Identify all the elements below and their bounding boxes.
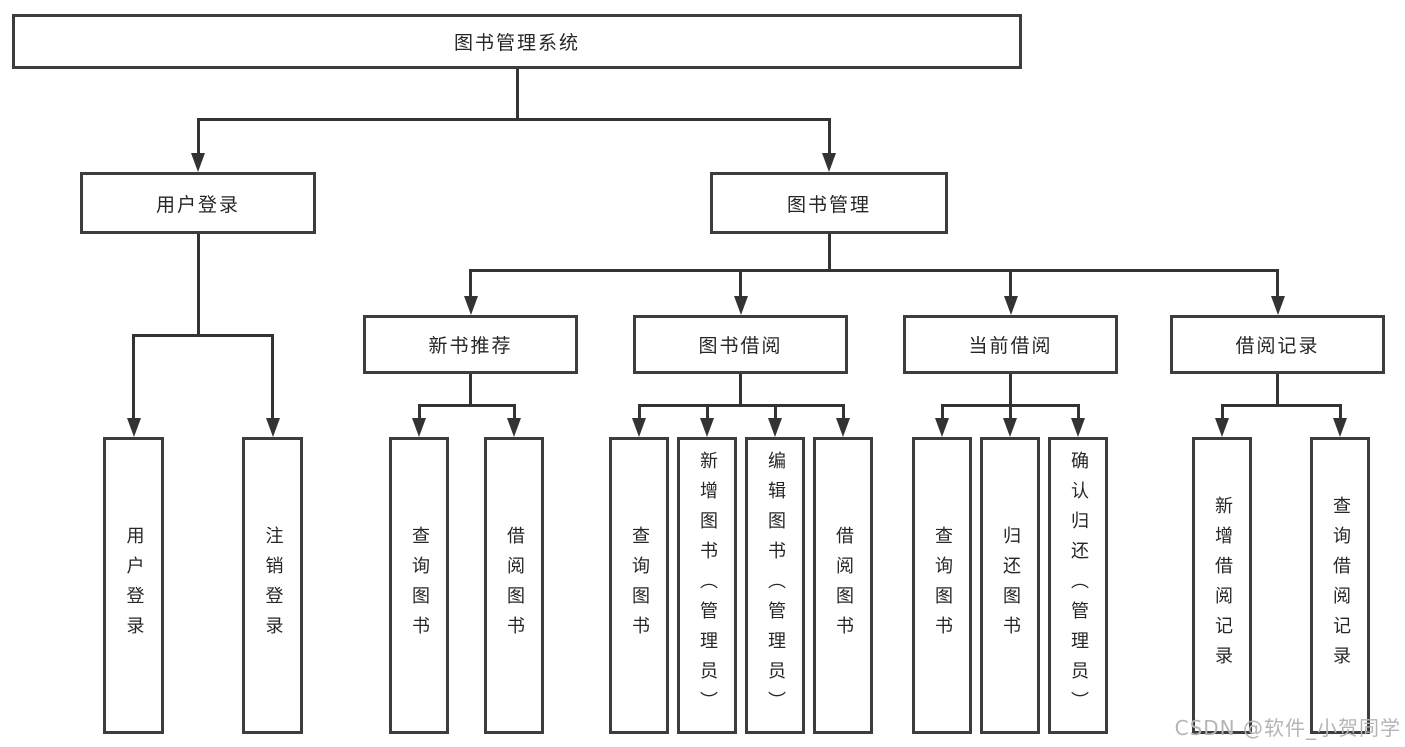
arrow-down-icon (1071, 418, 1085, 437)
arrow-down-icon (412, 418, 426, 437)
arrow-down-icon (463, 296, 478, 315)
node-query-books-2: 查询图书 (609, 437, 669, 734)
node-query-books-3: 查询图书 (912, 437, 972, 734)
node-user-login-group: 用户登录 (80, 172, 316, 234)
connector-line (132, 333, 274, 337)
connector-line (417, 403, 516, 407)
connector-line (1338, 404, 1342, 418)
csdn-watermark: CSDN @软件_小贺同学 (1174, 716, 1401, 740)
node-borrowing-records: 借阅记录 (1170, 315, 1385, 374)
connector-line (841, 404, 845, 418)
arrow-down-icon (700, 418, 714, 437)
connector-line (1276, 269, 1279, 296)
connector-line (417, 404, 421, 418)
arrow-down-icon (822, 153, 836, 172)
connector-line (515, 68, 519, 120)
connector-line (827, 118, 831, 153)
connector-line (1008, 404, 1012, 418)
node-current-borrowing: 当前借阅 (903, 315, 1118, 374)
connector-line (940, 404, 944, 418)
arrow-down-icon (1003, 418, 1017, 437)
arrow-down-icon (1333, 418, 1347, 437)
node-user-login: 用户登录 (103, 437, 164, 734)
connector-line (196, 118, 200, 153)
node-add-borrow-record: 新增借阅记录 (1192, 437, 1252, 734)
node-borrow-books-2: 借阅图书 (813, 437, 873, 734)
connector-line (739, 269, 742, 296)
node-confirm-return-admin: 确认归还（管理员） (1048, 437, 1108, 734)
arrow-down-icon (1003, 296, 1018, 315)
connector-line (1220, 403, 1342, 407)
arrow-down-icon (632, 418, 646, 437)
connector-line (773, 404, 777, 418)
connector-line (940, 403, 1080, 407)
connector-line (196, 117, 831, 121)
connector-line (512, 404, 516, 418)
connector-line (1220, 404, 1224, 418)
node-add-books-admin: 新增图书（管理员） (677, 437, 737, 734)
connector-line (271, 334, 274, 418)
connector-line (132, 334, 135, 418)
connector-line (1276, 374, 1279, 406)
node-query-books-1: 查询图书 (389, 437, 449, 734)
arrow-down-icon (265, 418, 280, 437)
arrow-down-icon (836, 418, 850, 437)
connector-line (1009, 374, 1012, 406)
connector-line (637, 404, 641, 418)
node-book-borrowing: 图书借阅 (633, 315, 848, 374)
arrow-down-icon (191, 153, 205, 172)
node-borrow-books-1: 借阅图书 (484, 437, 544, 734)
arrow-down-icon (1270, 296, 1285, 315)
connector-line (469, 268, 1279, 272)
connector-line (469, 374, 472, 406)
arrow-down-icon (1215, 418, 1229, 437)
node-return-books: 归还图书 (980, 437, 1040, 734)
arrow-down-icon (507, 418, 521, 437)
connector-line (469, 269, 472, 296)
arrow-down-icon (935, 418, 949, 437)
node-query-borrow-record: 查询借阅记录 (1310, 437, 1370, 734)
arrow-down-icon (126, 418, 141, 437)
connector-line (637, 403, 845, 407)
node-logout: 注销登录 (242, 437, 303, 734)
node-edit-books-admin: 编辑图书（管理员） (745, 437, 805, 734)
connector-line (1009, 269, 1012, 296)
arrow-down-icon (768, 418, 782, 437)
connector-line (827, 234, 831, 271)
connector-line (196, 234, 200, 336)
connector-line (705, 404, 709, 418)
arrow-down-icon (733, 296, 748, 315)
connector-line (1076, 404, 1080, 418)
node-new-book-recommend: 新书推荐 (363, 315, 578, 374)
node-library-management-system: 图书管理系统 (12, 14, 1022, 69)
connector-line (739, 374, 742, 406)
node-book-management-group: 图书管理 (710, 172, 948, 234)
